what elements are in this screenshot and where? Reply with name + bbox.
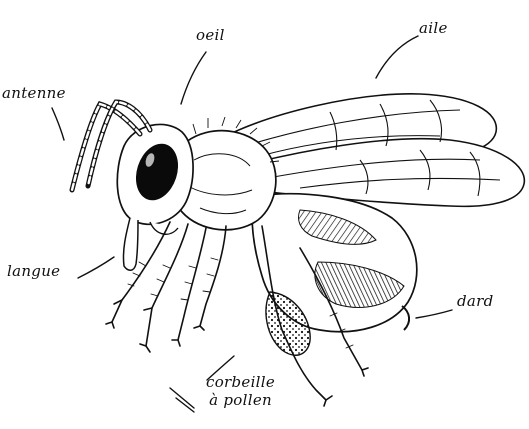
label-corbeille-line1: corbeille <box>206 373 275 391</box>
leader-dard <box>416 310 452 318</box>
label-corbeille-line2: à pollen <box>206 391 275 409</box>
tongue <box>123 218 138 270</box>
leg-front-1 <box>112 222 170 322</box>
label-oeil: oeil <box>196 26 225 44</box>
label-antenne: antenne <box>2 84 66 102</box>
label-corbeille-a-pollen: corbeille à pollen <box>206 373 275 409</box>
leader-aile <box>376 36 418 78</box>
leader-corbeille-tick1 <box>170 388 194 408</box>
leader-langue <box>78 257 114 278</box>
label-langue: langue <box>7 262 60 280</box>
leader-antenne <box>52 108 64 140</box>
head <box>72 102 193 270</box>
leader-oeil <box>181 52 206 104</box>
label-aile: aile <box>419 19 448 37</box>
label-dard: dard <box>457 292 494 310</box>
